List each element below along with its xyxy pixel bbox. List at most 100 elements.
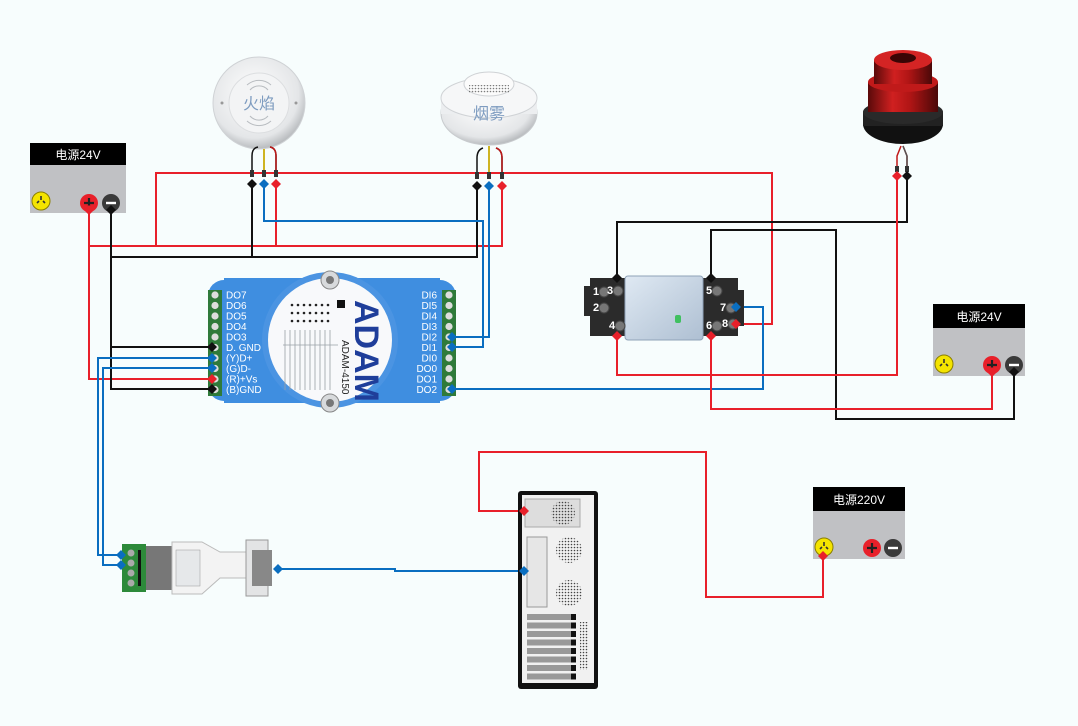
adam-pin-label: DO6: [226, 301, 247, 312]
led-dot: [326, 319, 330, 323]
pc-expansion-slot: [527, 656, 575, 663]
smoke-sensor[interactable]: 烟雾: [440, 71, 538, 179]
connector-node[interactable]: [612, 273, 622, 283]
minus-terminal-icon[interactable]: [884, 539, 902, 557]
wire-black-sensors: [111, 186, 478, 258]
adam-screw-terminal[interactable]: [211, 312, 219, 320]
led-dot: [302, 311, 306, 315]
connector-node[interactable]: [271, 179, 281, 189]
connector-node[interactable]: [706, 331, 716, 341]
connector-node[interactable]: [706, 273, 716, 283]
adam-screw-terminal[interactable]: [211, 301, 219, 310]
pc-slot-screw: [571, 656, 576, 663]
adam-screw-terminal[interactable]: [445, 291, 453, 299]
connector-node[interactable]: [519, 506, 529, 516]
adam-screw-terminal[interactable]: [445, 364, 453, 373]
adam-pin-label: D. GND: [226, 343, 261, 354]
connector-node[interactable]: [447, 384, 457, 394]
power-supply-right[interactable]: 电源24V: [933, 304, 1025, 376]
adam-screw-terminal[interactable]: [445, 301, 453, 310]
connector-node[interactable]: [207, 342, 217, 352]
connector-node[interactable]: [84, 205, 94, 215]
connector-node[interactable]: [207, 384, 217, 394]
minus-terminal-icon[interactable]: [102, 194, 120, 212]
connector-node[interactable]: [731, 302, 741, 312]
adam-pin-label: DI5: [421, 301, 437, 312]
adam-pin-label: DI6: [421, 291, 437, 302]
adam-screw-terminal[interactable]: [211, 333, 219, 341]
alarm-beacon[interactable]: [863, 50, 943, 172]
connector-node[interactable]: [116, 560, 126, 570]
wire-red-psu-vs: [88, 205, 212, 380]
connector-node[interactable]: [892, 171, 902, 181]
connector-node[interactable]: [484, 181, 494, 191]
ground-socket-icon[interactable]: [814, 537, 834, 557]
connector-node[interactable]: [207, 363, 217, 373]
connector-node[interactable]: [497, 181, 507, 191]
connector-node[interactable]: [106, 205, 116, 215]
led-dot: [320, 303, 324, 307]
adam-screw-terminal[interactable]: [445, 375, 453, 383]
connector-node[interactable]: [818, 551, 828, 561]
relay-screw-terminal[interactable]: [598, 302, 610, 314]
relay-screw-terminal[interactable]: [711, 285, 723, 297]
minus-terminal-icon[interactable]: [1005, 356, 1023, 374]
relay-screw-terminal[interactable]: [614, 320, 626, 332]
connector-node[interactable]: [472, 181, 482, 191]
connector-node[interactable]: [116, 550, 126, 560]
ground-socket-icon[interactable]: [31, 191, 51, 211]
connector-node[interactable]: [987, 367, 997, 377]
adam-screw-terminal[interactable]: [445, 354, 453, 362]
adam-screw-terminal[interactable]: [445, 312, 453, 320]
plus-terminal-icon[interactable]: [863, 539, 881, 557]
led-dot: [290, 319, 294, 323]
connector-node[interactable]: [612, 331, 622, 341]
pc-slot-screw: [571, 622, 576, 629]
rs485-converter[interactable]: [122, 539, 272, 597]
computer-tower[interactable]: [518, 491, 598, 689]
power-supply-220v[interactable]: 电源220V: [813, 487, 905, 559]
connector-node[interactable]: [1009, 367, 1019, 377]
wire-blue-serial-pc: [278, 568, 524, 572]
flame-sensor[interactable]: 火焰: [212, 56, 306, 177]
adam-brand-logo: ADAM: [347, 300, 385, 402]
pc-slot-screw: [571, 665, 576, 671]
adam-pin-label: DI2: [421, 333, 437, 344]
adam-screw-terminal[interactable]: [211, 322, 219, 331]
ground-socket-icon[interactable]: [934, 354, 954, 374]
adam-pin-label: (Y)D+: [226, 354, 253, 365]
connector-node[interactable]: [902, 171, 912, 181]
connector-node[interactable]: [207, 374, 217, 384]
connector-node[interactable]: [273, 564, 283, 574]
pc-slot-screw: [571, 639, 576, 646]
led-dot: [320, 311, 324, 315]
power-supply-left[interactable]: 电源24V: [30, 143, 126, 213]
connector-node[interactable]: [259, 179, 269, 189]
adam-screw-terminal[interactable]: [211, 291, 219, 299]
connector-node[interactable]: [519, 566, 529, 576]
adam-pin-label: DI0: [421, 354, 437, 365]
relay-screw-terminal[interactable]: [612, 285, 624, 297]
pc-expansion-slot: [527, 665, 575, 671]
pc-slot-screw: [571, 614, 576, 620]
sensor-label: 火焰: [243, 95, 275, 113]
psu-label: 电源220V: [833, 493, 885, 507]
pc-expansion-slot: [527, 648, 575, 654]
adam-pin-label: DO4: [226, 322, 247, 333]
connector-node[interactable]: [731, 319, 741, 329]
pc-expansion-slot: [527, 631, 575, 637]
connector-node[interactable]: [207, 353, 217, 363]
connector-node[interactable]: [247, 179, 257, 189]
relay-pin-number: 4: [609, 320, 616, 332]
relay-screw-terminal[interactable]: [598, 286, 610, 298]
relay-screw-terminal[interactable]: [711, 320, 723, 332]
led-dot: [296, 303, 300, 307]
pc-expansion-slot: [527, 622, 575, 629]
connector-node[interactable]: [447, 332, 457, 342]
connector-node[interactable]: [447, 342, 457, 352]
relay-pin-number: 5: [706, 285, 712, 297]
adam-screw-terminal[interactable]: [445, 322, 453, 331]
